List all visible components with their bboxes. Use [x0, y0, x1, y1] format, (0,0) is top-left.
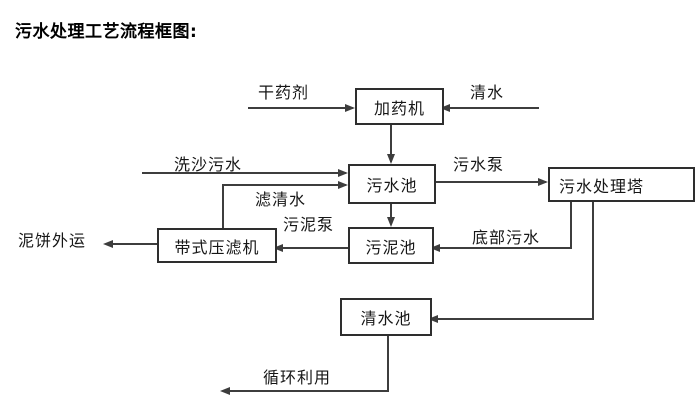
flow-label-clean-water: 清水	[470, 83, 505, 102]
edge-dry-agent-to-dosing-line	[248, 107, 353, 109]
diagram-title: 污水处理工艺流程框图:	[15, 22, 198, 42]
edge-clean-water-pool-to-recycle-line	[224, 390, 389, 392]
flow-label-sand-washing-sewage: 洗沙污水	[174, 155, 243, 174]
flow-label-sludge-pump: 污泥泵	[283, 215, 335, 234]
edge-sewage-pool-to-tower-line	[432, 181, 546, 183]
edge-sewage-pool-to-sludge-pool-arrowhead-icon	[386, 217, 395, 227]
edge-clean-water-pool-to-recycle-arrowhead-icon	[220, 386, 230, 395]
edge-press-filtered-to-sewage-pool-line	[222, 184, 346, 186]
flow-label-dry-agent: 干药剂	[258, 83, 310, 102]
edge-dosing-to-sewage-pool-line	[390, 121, 392, 162]
edge-sludge-pool-to-press-arrowhead-icon	[273, 243, 283, 252]
edge-sewage-pool-to-tower-arrowhead-icon	[538, 177, 548, 186]
node-clean-water-pool-label: 清水池	[360, 309, 412, 328]
node-sewage-treatment-tower: 污水处理塔	[548, 167, 695, 202]
flow-label-sewage-pump: 污水泵	[453, 155, 505, 174]
node-sewage-treatment-tower-label: 污水处理塔	[559, 176, 645, 196]
edge-press-to-mud-cake-out-arrowhead-icon	[103, 239, 113, 248]
flow-label-recycle-use: 循环利用	[263, 368, 332, 387]
edge-press-filtered-to-sewage-pool-line	[222, 184, 224, 230]
flow-label-filtered-water: 滤清水	[255, 190, 307, 209]
edge-press-to-mud-cake-out-line	[107, 243, 159, 245]
edge-sewage-pool-to-sludge-pool-line	[390, 200, 392, 224]
node-sewage-pool-label: 污水池	[366, 176, 418, 195]
edge-clean-water-to-dosing-line	[444, 107, 539, 109]
edge-dosing-to-sewage-pool-arrowhead-icon	[386, 154, 395, 164]
edge-sludge-pool-to-press-line	[277, 247, 350, 249]
edge-tower-bottom-to-sludge-pool-line	[570, 198, 572, 249]
flow-label-mud-cake-out: 泥饼外运	[18, 231, 87, 250]
node-belt-filter-press: 带式压滤机	[157, 228, 277, 263]
edge-tower-to-clean-water-pool-line	[592, 198, 594, 320]
node-clean-water-pool: 清水池	[340, 298, 432, 336]
flow-label-bottom-sewage: 底部污水	[472, 228, 541, 247]
edge-press-filtered-to-sewage-pool-arrowhead-icon	[338, 180, 348, 189]
edge-tower-to-clean-water-pool-arrowhead-icon	[428, 314, 438, 323]
node-sludge-pool-label: 污泥池	[365, 237, 417, 257]
node-sludge-pool: 污泥池	[348, 227, 434, 264]
edge-tower-bottom-to-sludge-pool-line	[434, 247, 572, 249]
edge-dry-agent-to-dosing-arrowhead-icon	[345, 103, 355, 112]
edge-clean-water-to-dosing-arrowhead-icon	[440, 103, 450, 112]
node-belt-filter-press-label: 带式压滤机	[174, 237, 260, 257]
edge-sand-washing-to-sewage-pool-arrowhead-icon	[338, 168, 348, 177]
edge-clean-water-pool-to-recycle-line	[387, 332, 389, 392]
node-sewage-pool: 污水池	[348, 164, 436, 204]
edge-tower-to-clean-water-pool-line	[432, 318, 594, 320]
edge-sand-washing-to-sewage-pool-line	[142, 172, 346, 174]
edge-tower-bottom-to-sludge-pool-arrowhead-icon	[430, 243, 440, 252]
node-dosing-machine: 加药机	[355, 88, 444, 125]
node-dosing-machine-label: 加药机	[373, 98, 425, 118]
